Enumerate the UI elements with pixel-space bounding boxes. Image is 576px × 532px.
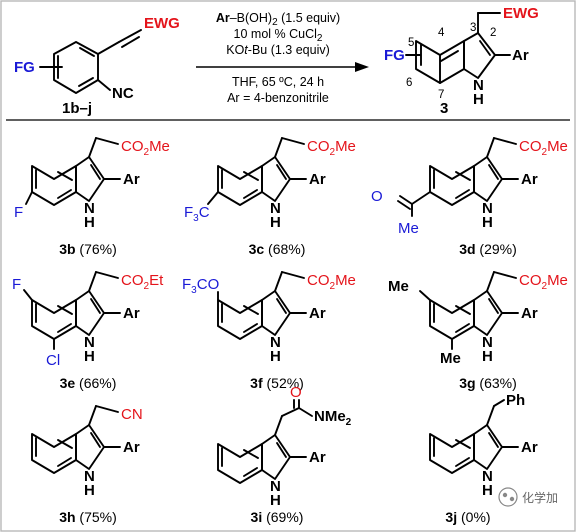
compound-3b: CO2Me Ar N H F bbox=[14, 137, 170, 231]
condition-ar-definition: Ar = 4-benzonitrile bbox=[227, 91, 329, 105]
reactant-fg-label: FG bbox=[14, 59, 35, 76]
ar-label: Ar bbox=[521, 171, 538, 188]
product-fg-label: FG bbox=[384, 47, 405, 64]
nme2-label: NMe2 bbox=[314, 408, 352, 428]
carbonyl-o-label: O bbox=[371, 188, 383, 205]
nh-n-label: N bbox=[482, 200, 493, 217]
compound-3h: CN Ar N H bbox=[31, 405, 143, 499]
position-6: 6 bbox=[406, 77, 412, 89]
watermark-logo-icon bbox=[498, 487, 518, 507]
methyl-7-label: Me bbox=[440, 350, 461, 367]
amide-o-label: O bbox=[290, 384, 302, 401]
trifluoromethyl-label: F3C bbox=[184, 204, 210, 224]
product-ewg-label: EWG bbox=[503, 5, 539, 22]
co2me-label: CO2Me bbox=[519, 138, 568, 158]
fluoro-label: F bbox=[12, 276, 21, 293]
fluoro-label: F bbox=[14, 204, 23, 221]
nh-n-label: N bbox=[482, 468, 493, 485]
ar-label: Ar bbox=[521, 305, 538, 322]
chloro-label: Cl bbox=[46, 352, 60, 369]
ar-label: Ar bbox=[123, 171, 140, 188]
co2et-label: CO2Et bbox=[121, 272, 164, 292]
product-nh-n: N bbox=[473, 77, 484, 94]
watermark-text: 化学加 bbox=[522, 490, 558, 505]
position-3: 3 bbox=[470, 22, 476, 34]
ar-label: Ar bbox=[309, 449, 326, 466]
trifluoromethoxy-label: F3CO bbox=[182, 276, 219, 296]
nh-n-label: N bbox=[84, 334, 95, 351]
nh-h-label: H bbox=[84, 214, 95, 231]
co2me-label: CO2Me bbox=[519, 272, 568, 292]
methyl-5-label: Me bbox=[388, 278, 409, 295]
reactant-nc-label: NC bbox=[112, 85, 134, 102]
position-7: 7 bbox=[438, 89, 444, 101]
nh-h-label: H bbox=[482, 214, 493, 231]
compound-3i: O NMe2 Ar N H bbox=[217, 384, 352, 509]
position-2: 2 bbox=[490, 27, 496, 39]
co2me-label: CO2Me bbox=[307, 138, 356, 158]
compound-3d: CO2Me Ar N H O Me bbox=[371, 137, 568, 237]
watermark: 化学加 bbox=[498, 487, 558, 507]
compound-3f: CO2Me Ar N H F3CO bbox=[182, 271, 356, 365]
nh-n-label: N bbox=[84, 200, 95, 217]
acetyl-me-label: Me bbox=[398, 220, 419, 237]
nh-n-label: N bbox=[270, 334, 281, 351]
condition-boronic-acid: Ar–B(OH)2 (1.5 equiv) bbox=[216, 11, 340, 28]
compound-3c: CO2Me Ar N H F3C bbox=[184, 137, 356, 231]
ar-label: Ar bbox=[309, 171, 326, 188]
nh-h-label: H bbox=[84, 482, 95, 499]
position-5: 5 bbox=[408, 37, 414, 49]
caption-3d: 3d (29%) bbox=[459, 241, 517, 257]
caption-3i: 3i (69%) bbox=[251, 509, 304, 525]
ar-label: Ar bbox=[123, 305, 140, 322]
product-ar-label: Ar bbox=[512, 47, 529, 64]
condition-catalyst: 10 mol % CuCl2 bbox=[234, 27, 323, 44]
nh-h-label: H bbox=[270, 214, 281, 231]
nh-h-label: H bbox=[482, 482, 493, 499]
co2me-label: CO2Me bbox=[307, 272, 356, 292]
reactant-structure: EWG NC FG 1b–j bbox=[14, 15, 180, 117]
compound-3e: CO2Et Ar N H F Cl bbox=[12, 271, 164, 369]
phenyl-label: Ph bbox=[506, 392, 525, 409]
reactant-compound-label: 1b–j bbox=[62, 100, 92, 117]
nh-h-label: H bbox=[482, 348, 493, 365]
caption-3f: 3f (52%) bbox=[250, 375, 304, 391]
caption-3g: 3g (63%) bbox=[459, 375, 517, 391]
position-4: 4 bbox=[438, 27, 445, 39]
product-compound-label: 3 bbox=[440, 100, 448, 117]
compound-3g: CO2Me Ar N H Me Me bbox=[388, 271, 568, 367]
product-nh-h: H bbox=[473, 91, 484, 108]
condition-solvent-temp: THF, 65 ºC, 24 h bbox=[232, 75, 324, 89]
nh-h-label: H bbox=[84, 348, 95, 365]
ar-label: Ar bbox=[521, 439, 538, 456]
compound-3j: Ph Ar N H bbox=[429, 392, 538, 499]
reactant-ewg-label: EWG bbox=[144, 15, 180, 32]
caption-3h: 3h (75%) bbox=[59, 509, 117, 525]
caption-3c: 3c (68%) bbox=[249, 241, 306, 257]
nitrile-label: CN bbox=[121, 406, 143, 423]
nh-h-label: H bbox=[270, 348, 281, 365]
caption-3j: 3j (0%) bbox=[445, 509, 490, 525]
product-structure: EWG Ar N H FG 2 3 4 5 6 7 3 bbox=[384, 5, 539, 117]
reaction-conditions: Ar–B(OH)2 (1.5 equiv) 10 mol % CuCl2 KOt… bbox=[216, 11, 340, 105]
co2me-label: CO2Me bbox=[121, 138, 170, 158]
condition-base: KOt-Bu (1.3 equiv) bbox=[226, 43, 330, 57]
reaction-arrow bbox=[196, 62, 369, 72]
caption-3b: 3b (76%) bbox=[59, 241, 117, 257]
nh-n-label: N bbox=[270, 200, 281, 217]
nh-n-label: N bbox=[270, 478, 281, 495]
ar-label: Ar bbox=[123, 439, 140, 456]
nh-n-label: N bbox=[84, 468, 95, 485]
nh-n-label: N bbox=[482, 334, 493, 351]
ar-label: Ar bbox=[309, 305, 326, 322]
caption-3e: 3e (66%) bbox=[60, 375, 117, 391]
nh-h-label: H bbox=[270, 492, 281, 509]
